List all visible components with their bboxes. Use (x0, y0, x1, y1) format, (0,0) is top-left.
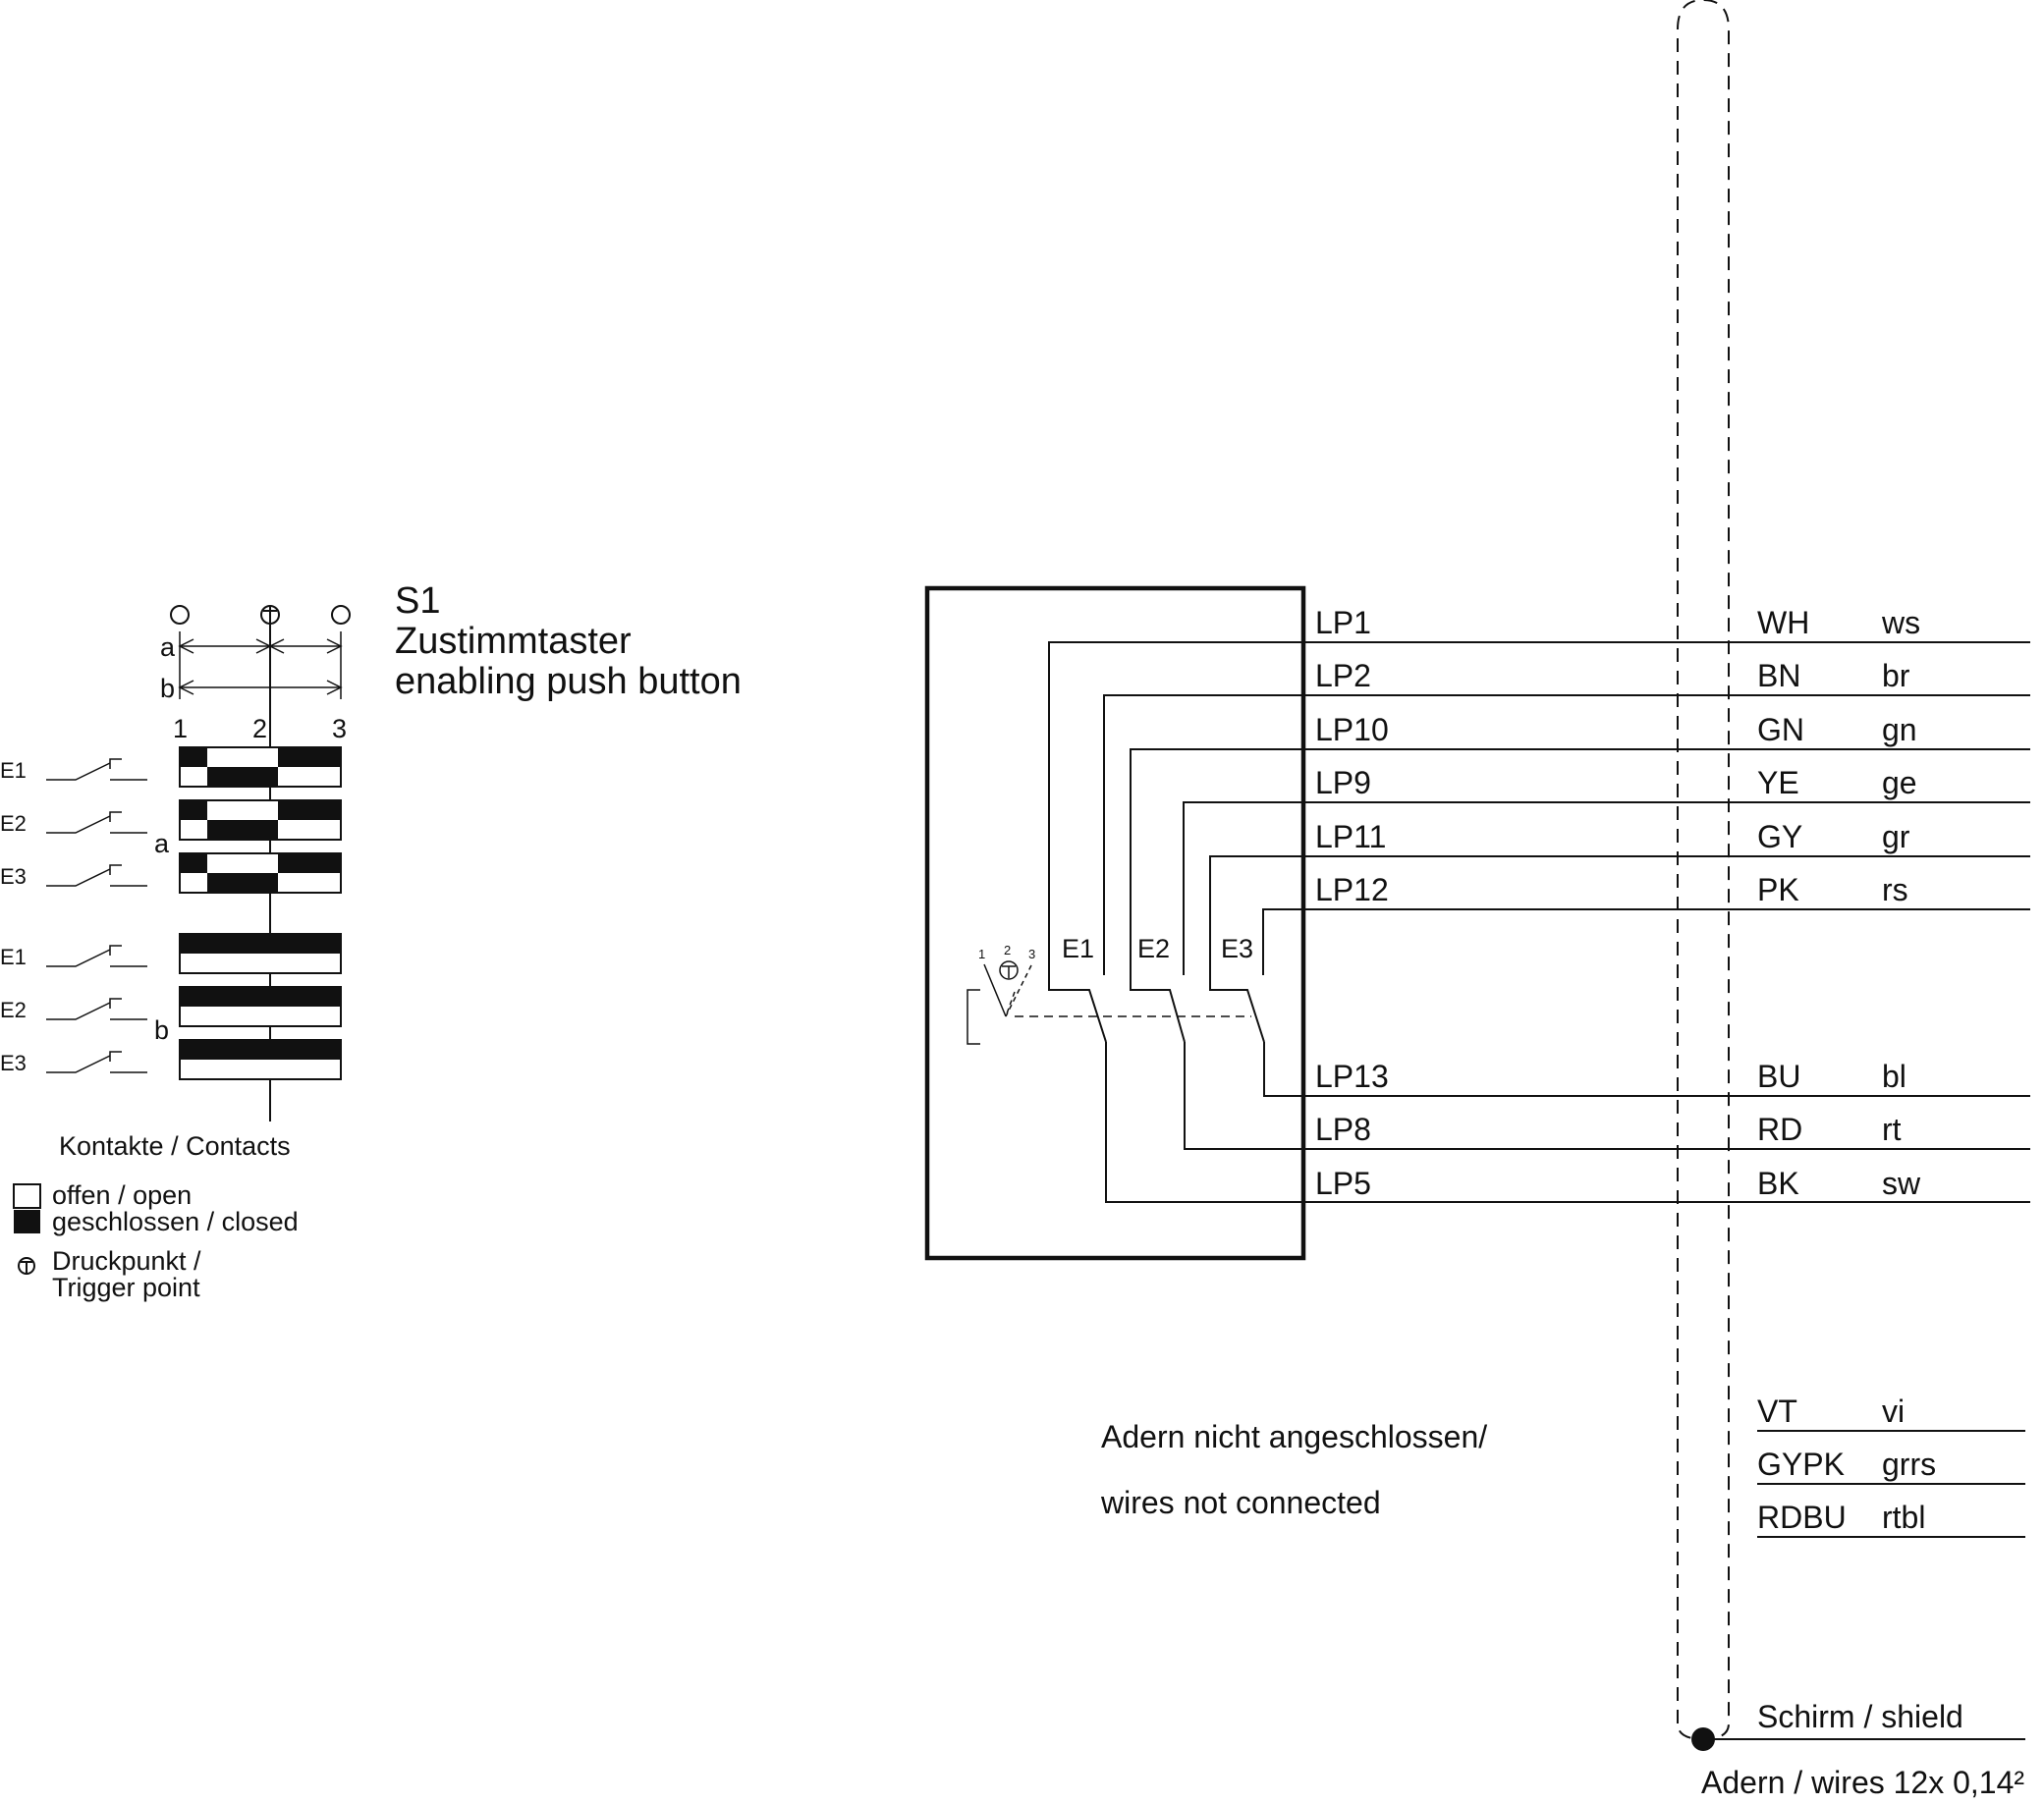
wire-color: rs (1882, 872, 1908, 907)
wire-lp: LP1 (1315, 605, 1371, 640)
switch-title-en: enabling push button (395, 661, 742, 702)
switch-id: S1 (395, 580, 440, 622)
wire-code: BK (1757, 1166, 1799, 1201)
wire-lp: LP12 (1315, 872, 1389, 907)
wire-code: WH (1757, 605, 1809, 640)
legend-trigger-label: Trigger point (52, 1273, 200, 1302)
group-label-b: b (154, 1015, 169, 1045)
mini-trigger-icon (999, 960, 1019, 980)
legend-trigger-icon (18, 1257, 35, 1275)
position-number-1: 1 (173, 714, 188, 743)
wire-color: rt (1882, 1112, 1902, 1147)
actuator-symbol (967, 960, 1251, 1045)
legend-closed-swatch (14, 1210, 40, 1233)
wire-lp: LP10 (1315, 712, 1389, 747)
unconnected-wire-code: RDBU (1757, 1500, 1847, 1535)
unconnected-wire-color: rtbl (1882, 1500, 1925, 1535)
wire-color: ws (1881, 605, 1920, 640)
legend-trigger-label: Druckpunkt / (52, 1246, 201, 1276)
unconnected-wire-color: grrs (1882, 1447, 1936, 1482)
cable-shield (1677, 0, 1730, 1741)
unconnected-wire-code: VT (1757, 1394, 1797, 1429)
open-position-marker (331, 605, 351, 625)
unconnected-note: wires not connected (1100, 1485, 1381, 1520)
cable-label: Adern / wires 12x 0,14² (1701, 1765, 2024, 1800)
wire-code: RD (1757, 1112, 1802, 1147)
switch-symbols (46, 758, 147, 1073)
box-contact-label: E1 (1062, 934, 1094, 963)
shield-label: Schirm / shield (1757, 1699, 1963, 1734)
shield-terminal (1691, 1727, 1715, 1751)
open-position-marker (170, 605, 190, 625)
contact-label: E2 (0, 998, 27, 1022)
bracket-label-b: b (160, 674, 175, 703)
legend-open-swatch (13, 1183, 41, 1209)
switch-enclosure (924, 585, 1306, 1261)
wire-color: ge (1882, 765, 1917, 800)
switch-box (924, 585, 2030, 1261)
wire-lp: LP5 (1315, 1166, 1371, 1201)
contact-label: E3 (0, 864, 27, 889)
box-contact-label: E2 (1137, 934, 1170, 963)
mini-position-number: 3 (1028, 947, 1035, 961)
mini-position-number: 1 (978, 947, 985, 961)
wire-code: GN (1757, 712, 1804, 747)
mini-position-number: 2 (1004, 943, 1011, 957)
contact-label: E2 (0, 811, 27, 836)
switch-title-de: Zustimmtaster (395, 621, 632, 662)
wire-color: br (1882, 658, 1910, 693)
wire-code: PK (1757, 872, 1799, 907)
wire-code: BU (1757, 1059, 1800, 1094)
contacts-caption: Kontakte / Contacts (59, 1131, 291, 1161)
wire-color: gr (1882, 819, 1910, 854)
contact-label: E3 (0, 1051, 27, 1075)
position-number-3: 3 (332, 714, 347, 743)
contact-label: E1 (0, 945, 27, 969)
unconnected-note: Adern nicht angeschlossen/ (1101, 1419, 1487, 1454)
wire-code: BN (1757, 658, 1800, 693)
bracket-label-a: a (160, 632, 176, 662)
wire-lp: LP9 (1315, 765, 1371, 800)
group-label-a: a (154, 829, 170, 858)
wire-lp: LP2 (1315, 658, 1371, 693)
wire-lp: LP8 (1315, 1112, 1371, 1147)
contact-label: E1 (0, 758, 27, 783)
position-number-2: 2 (252, 714, 267, 743)
wire-code: GY (1757, 819, 1802, 854)
wire-code: YE (1757, 765, 1799, 800)
contact-bars-b (179, 933, 342, 1080)
unconnected-wire-code: GYPK (1757, 1447, 1845, 1482)
wire-color: bl (1882, 1059, 1906, 1094)
wire-lp: LP13 (1315, 1059, 1389, 1094)
contact-bars-a (179, 746, 342, 894)
wire-color: sw (1882, 1166, 1921, 1201)
legend-closed-label: geschlossen / closed (52, 1207, 299, 1236)
legend-open-label: offen / open (52, 1180, 192, 1210)
unconnected-wire-color: vi (1882, 1394, 1905, 1429)
contact-diagram (13, 605, 351, 1275)
wire-lp: LP11 (1315, 819, 1386, 854)
box-contact-label: E3 (1221, 934, 1253, 963)
wire-color: gn (1882, 712, 1917, 747)
wire-table: LP1 WH ws LP2 BN br LP10 GN gn LP9 YE ge… (1315, 605, 1921, 1201)
